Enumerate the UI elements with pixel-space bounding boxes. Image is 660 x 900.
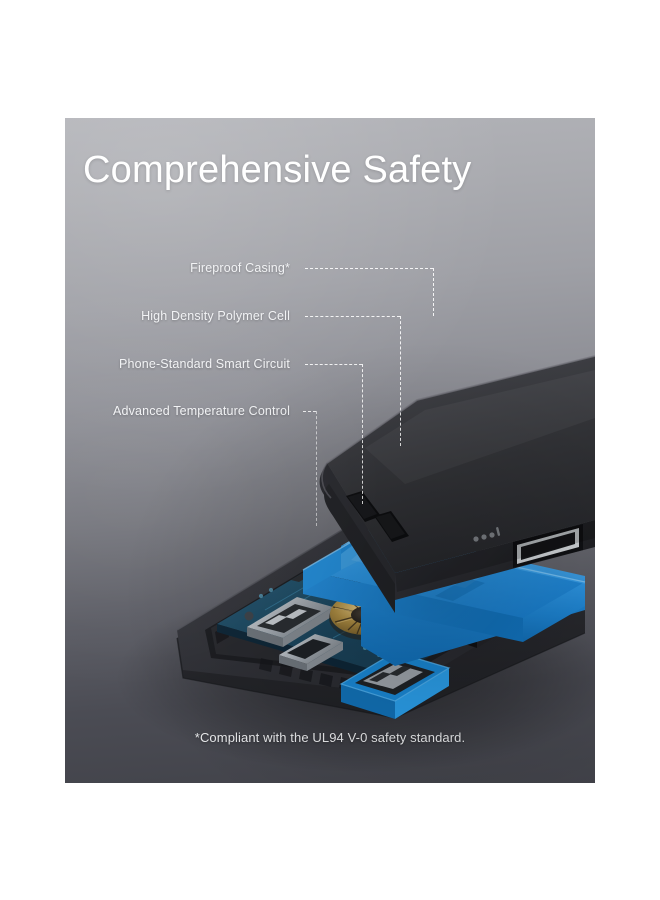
top-casing-shell: [319, 355, 595, 613]
page-title: Comprehensive Safety: [83, 149, 472, 191]
usb-a-port-upper: [247, 597, 333, 647]
callout-label-high-density-polymer-cell: High Density Polymer Cell: [141, 309, 290, 323]
callout-label-phone-standard-smart-circuit: Phone-Standard Smart Circuit: [119, 357, 290, 371]
led-indicator-dots: [473, 527, 501, 542]
usb-a-output-port: [339, 651, 451, 719]
usb-a-cutout: [513, 524, 583, 568]
compliance-footnote: *Compliant with the UL94 V-0 safety stan…: [194, 730, 466, 745]
power-bank-exploded-illustration: [65, 118, 595, 783]
micro-usb-port: [279, 634, 343, 671]
callout-label-fireproof-casing: Fireproof Casing*: [190, 261, 290, 275]
callout-label-advanced-temperature-control: Advanced Temperature Control: [113, 404, 290, 418]
casing-ports: [346, 491, 409, 542]
infographic-panel: Fireproof Casing* High Density Polymer C…: [65, 118, 595, 783]
